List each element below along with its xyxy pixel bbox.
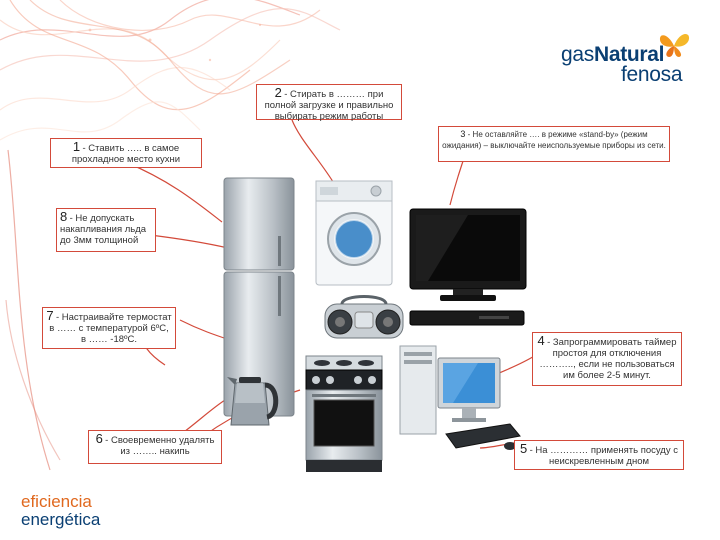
tip-number: 6 [95,431,103,446]
tip-box-8: 8 - Не допускать накапливания льда до 3м… [56,208,156,252]
footer-energetica: energética [21,510,101,529]
tip-box-1: 1 - Ставить ….. в самое прохладное место… [50,138,202,168]
tip-number: 1 [72,139,81,154]
tip-number: 5 [519,441,528,456]
logo-line-1: gasNatural [561,43,665,66]
tip-number: 2 [274,85,282,100]
tip-text: - Настраивайте термостат в …… с температ… [49,312,172,345]
tip-box-6: 6 - Своевременно удалять из …….. накипь [88,430,222,464]
tip-text: - Не допускать накапливания льда до 3мм … [60,213,147,246]
fridge-icon [223,177,295,417]
tip-number: 8 [60,209,68,224]
tip-box-5: 5 - На ………… применять посуду с неискревл… [514,440,684,470]
tip-text: - Не оставляйте …. в режиме «stand-by» (… [442,130,666,150]
tip-box-2: 2 - Стирать в ……… при полной загрузке и … [256,84,402,122]
computer-icon [399,345,521,450]
tip-text: - Стирать в ……… при полной загрузке и пр… [264,89,394,122]
tip-number: 4 [537,333,545,348]
dvd-player-icon [409,310,525,326]
butterfly-logo-icon [659,33,690,57]
tip-box-4: 4 - Запрограммировать таймер простоя для… [532,332,682,386]
tip-box-7: 7 - Настраивайте термостат в …… с темпер… [42,307,176,349]
boombox-icon [324,295,404,339]
logo-line-2: fenosa [621,63,683,86]
footer-eficiencia: eficiencia [21,492,92,511]
washing-machine-icon [315,180,393,286]
tip-box-3: 3 - Не оставляйте …. в режиме «stand-by»… [438,126,670,162]
tip-number: 7 [46,308,54,323]
tip-text: - Ставить ….. в самое прохладное место к… [71,143,181,165]
tip-text: - Своевременно удалять из …….. накипь [105,435,215,457]
tip-text: - На ………… применять посуду с неискревлен… [529,445,678,467]
kettle-icon [227,377,279,426]
tip-number: 3 [460,129,466,139]
gas-natural-fenosa-logo: gasNatural fenosa [561,33,691,88]
tip-text: - Запрограммировать таймер простоя для о… [539,337,677,381]
tv-icon [409,208,527,301]
stove-icon [305,355,383,472]
